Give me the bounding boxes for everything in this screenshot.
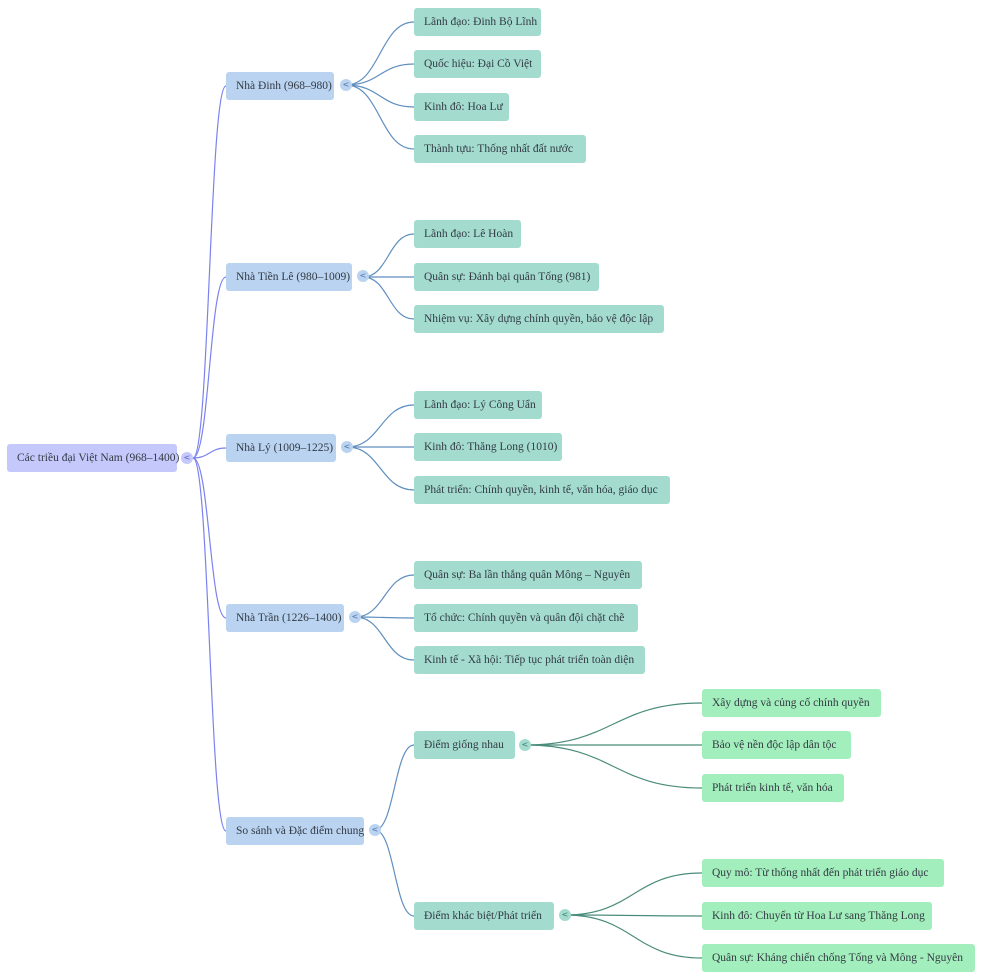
difference-item-scale[interactable]: Quy mô: Từ thống nhất đến phát triển giá… — [702, 859, 944, 887]
root-link-4 — [192, 457, 227, 832]
tran-military-node[interactable]: Quân sự: Ba lần thắng quân Mông – Nguyên — [414, 561, 642, 589]
branch-link-0-1 — [345, 63, 415, 86]
collapse-differences-toggle-icon[interactable]: < — [559, 909, 571, 921]
collapse-tran-toggle-icon[interactable]: < — [349, 611, 361, 623]
branch-link-4-1 — [374, 829, 415, 917]
branch-link-1-2 — [362, 276, 415, 320]
dynasty-node-tien-le[interactable]: Nhà Tiền Lê (980–1009) — [226, 263, 352, 291]
tien-le-military-node[interactable]: Quân sự: Đánh bại quân Tống (981) — [414, 263, 599, 291]
branch-link-4-0 — [374, 744, 415, 831]
branch-link-3-2 — [354, 616, 415, 661]
ly-capital-node[interactable]: Kinh đô: Thăng Long (1010) — [414, 433, 562, 461]
ly-development-node[interactable]: Phát triển: Chính quyền, kinh tế, văn hó… — [414, 476, 670, 504]
ly-leader-node[interactable]: Lãnh đạo: Lý Công Uẩn — [414, 391, 542, 419]
collapse-dinh-toggle-icon[interactable]: < — [340, 79, 352, 91]
collapse-comparison-toggle-icon[interactable]: < — [369, 824, 381, 836]
dynasty-node-tran[interactable]: Nhà Trần (1226–1400) — [226, 604, 344, 632]
branch-link-3-0 — [354, 574, 415, 618]
root-link-2 — [192, 447, 227, 459]
similarity-item-independence[interactable]: Bảo vệ nền độc lập dân tộc — [702, 731, 851, 759]
similarity-item-economy[interactable]: Phát triển kinh tế, văn hóa — [702, 774, 844, 802]
difference-item-capital[interactable]: Kinh đô: Chuyển từ Hoa Lư sang Thăng Lon… — [702, 902, 932, 930]
comparison-node[interactable]: So sánh và Đặc điểm chung — [226, 817, 364, 845]
root-link-0 — [192, 85, 227, 459]
similarity-item-government[interactable]: Xây dựng và củng cố chính quyền — [702, 689, 881, 717]
dinh-country-name-node[interactable]: Quốc hiệu: Đại Cồ Việt — [414, 50, 541, 78]
tien-le-leader-node[interactable]: Lãnh đạo: Lê Hoàn — [414, 220, 521, 248]
root-link-3 — [192, 457, 227, 619]
dinh-achievement-node[interactable]: Thành tựu: Thống nhất đất nước — [414, 135, 586, 163]
root-node[interactable]: Các triều đại Việt Nam (968–1400) — [7, 444, 179, 472]
similarity-link-2 — [524, 744, 703, 789]
collapse-tien-le-toggle-icon[interactable]: < — [357, 270, 369, 282]
difference-link-1 — [564, 914, 703, 917]
branch-link-1-0 — [362, 233, 415, 278]
branch-link-0-0 — [345, 21, 415, 86]
root-link-1 — [192, 276, 227, 459]
difference-link-2 — [564, 914, 703, 959]
difference-item-military[interactable]: Quân sự: Kháng chiến chống Tống và Mông … — [702, 944, 975, 972]
branch-link-0-3 — [345, 84, 415, 150]
branch-link-3-1 — [354, 616, 415, 619]
tran-organization-node[interactable]: Tổ chức: Chính quyền và quân đội chặt ch… — [414, 604, 638, 632]
collapse-similarities-toggle-icon[interactable]: < — [519, 739, 531, 751]
tran-economy-node[interactable]: Kinh tế - Xã hội: Tiếp tục phát triển to… — [414, 646, 645, 674]
similarities-node[interactable]: Điểm giống nhau — [414, 731, 515, 759]
difference-link-0 — [564, 872, 703, 916]
collapse-ly-toggle-icon[interactable]: < — [341, 441, 353, 453]
similarity-link-0 — [524, 702, 703, 746]
branch-link-0-2 — [345, 84, 415, 108]
branch-link-2-2 — [346, 446, 415, 491]
dynasty-node-dinh[interactable]: Nhà Đinh (968–980) — [226, 72, 334, 100]
collapse-root-toggle-icon[interactable]: < — [181, 452, 193, 464]
dynasty-node-ly[interactable]: Nhà Lý (1009–1225) — [226, 434, 336, 462]
tien-le-mission-node[interactable]: Nhiệm vụ: Xây dựng chính quyền, bảo vệ đ… — [414, 305, 664, 333]
dinh-leader-node[interactable]: Lãnh đạo: Đinh Bộ Lĩnh — [414, 8, 541, 36]
branch-link-2-0 — [346, 404, 415, 448]
dinh-capital-node[interactable]: Kinh đô: Hoa Lư — [414, 93, 509, 121]
differences-node[interactable]: Điểm khác biệt/Phát triển — [414, 902, 554, 930]
